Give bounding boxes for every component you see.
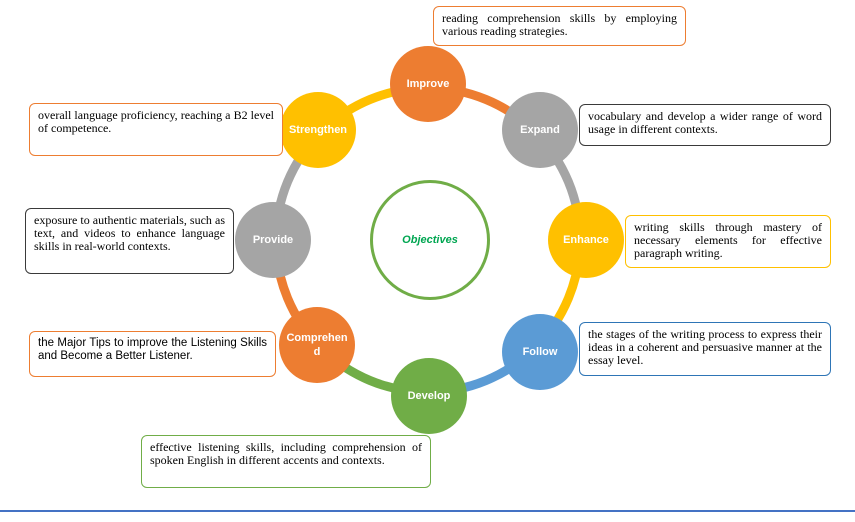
box-enhance: writing skills through mastery of necess… (625, 215, 831, 268)
box-follow: the stages of the writing process to exp… (579, 322, 831, 376)
node-develop-label: Develop (407, 390, 451, 402)
box-develop: effective listening skills, including co… (141, 435, 431, 488)
box-provide-text: exposure to authentic materials, such as… (34, 213, 225, 253)
node-follow-label: Follow (522, 346, 558, 358)
box-strengthen-text: overall language proficiency, reaching a… (38, 108, 274, 135)
node-comprehend-label: Comprehen d (286, 332, 348, 358)
node-develop: Develop (391, 358, 467, 434)
box-comprehend-text: the Major Tips to improve the Listening … (38, 337, 267, 362)
box-expand: vocabulary and develop a wider range of … (579, 104, 831, 146)
box-follow-text: the stages of the writing process to exp… (588, 327, 822, 367)
node-provide: Provide (235, 202, 311, 278)
center-label: Objectives (402, 234, 458, 246)
box-improve: reading comprehension skills by employin… (433, 6, 686, 46)
node-strengthen-label: Strengthen (288, 124, 348, 136)
box-provide: exposure to authentic materials, such as… (25, 208, 234, 274)
node-improve-label: Improve (406, 78, 450, 90)
node-provide-label: Provide (252, 234, 294, 246)
box-enhance-text: writing skills through mastery of necess… (634, 220, 822, 260)
node-comprehend: Comprehen d (279, 307, 355, 383)
box-improve-text: reading comprehension skills by employin… (442, 11, 677, 38)
node-expand-label: Expand (520, 124, 560, 136)
box-develop-text: effective listening skills, including co… (150, 440, 422, 467)
node-expand: Expand (502, 92, 578, 168)
bottom-rule (0, 510, 855, 512)
node-strengthen: Strengthen (280, 92, 356, 168)
node-enhance-label: Enhance (563, 234, 609, 246)
node-improve: Improve (390, 46, 466, 122)
node-follow: Follow (502, 314, 578, 390)
box-strengthen: overall language proficiency, reaching a… (29, 103, 283, 156)
box-comprehend: the Major Tips to improve the Listening … (29, 331, 276, 377)
node-enhance: Enhance (548, 202, 624, 278)
box-expand-text: vocabulary and develop a wider range of … (588, 109, 822, 136)
center-circle: Objectives (370, 180, 490, 300)
